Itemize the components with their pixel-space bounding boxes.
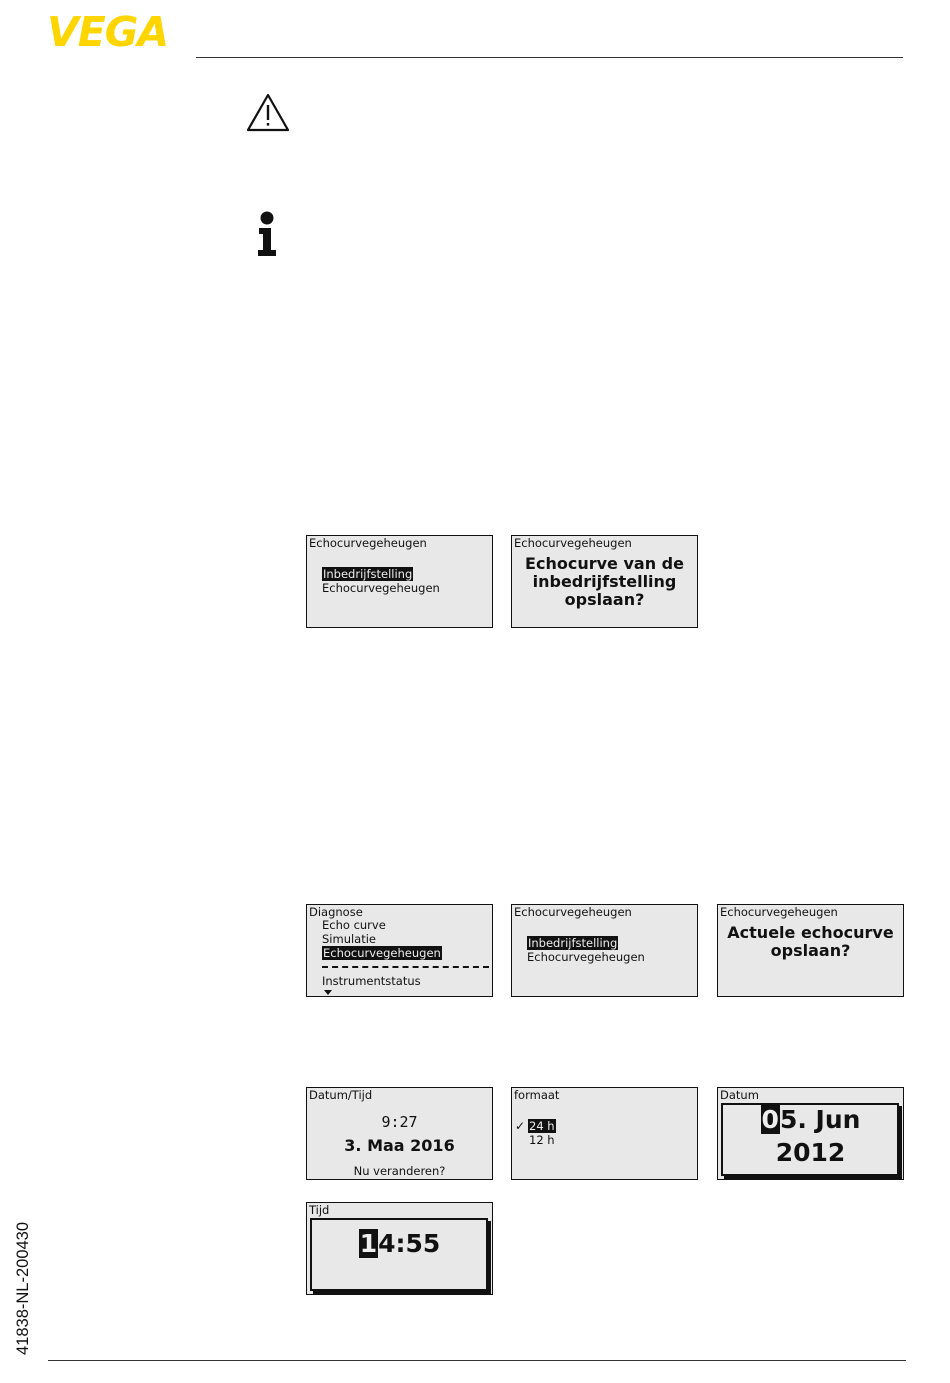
screen-header: Echocurvegeheugen [514, 536, 632, 550]
screen-header: Echocurvegeheugen [720, 905, 838, 919]
menu-item-selected[interactable]: Echocurvegeheugen [322, 946, 442, 960]
time-value: 9:27 [381, 1113, 418, 1131]
lcd-screen-diagnose-menu: Diagnose Echo curve Simulatie Echocurveg… [306, 904, 493, 997]
time-rest: 4:55 [378, 1229, 441, 1258]
lcd-screen-save-commissioning-curve: Echocurvegeheugen Echocurve van de inbed… [511, 535, 698, 628]
date-value: 3. Maa 2016 [344, 1136, 455, 1155]
menu-item[interactable]: Instrumentstatus [322, 974, 421, 988]
warning-triangle-icon [246, 93, 290, 132]
lcd-screen-date-edit: Datum 05. Jun 2012 [717, 1087, 904, 1180]
edit-frame [721, 1103, 899, 1176]
lcd-screen-echocurve-memory-menu: Echocurvegeheugen Inbedrijfstelling Echo… [306, 535, 493, 628]
screen-header: Diagnose [309, 905, 363, 919]
lcd-screen-echocurve-memory-menu: Echocurvegeheugen Inbedrijfstelling Echo… [511, 904, 698, 997]
menu-item-selected[interactable]: Inbedrijfstelling [527, 936, 619, 950]
checkmark-icon: ✓ [515, 1119, 526, 1133]
year-value: 2012 [775, 1138, 846, 1167]
menu-item[interactable]: Simulatie [322, 932, 377, 946]
screen-header: formaat [514, 1088, 560, 1102]
menu-item[interactable]: Echocurvegeheugen [322, 581, 440, 595]
vega-logo: VEGA [47, 8, 169, 54]
edit-cursor-digit[interactable]: 1 [358, 1229, 379, 1258]
screen-header: Echocurvegeheugen [514, 905, 632, 919]
document-id: 41838-NL-200430 [14, 1221, 32, 1355]
prompt-line: inbedrijfstelling [532, 572, 677, 591]
prompt-line: opslaan? [770, 941, 851, 960]
change-now-prompt[interactable]: Nu veranderen? [353, 1164, 446, 1178]
menu-item[interactable]: Echo curve [322, 918, 386, 932]
footer-rule [48, 1360, 906, 1361]
screen-header: Tijd [309, 1203, 330, 1217]
menu-item[interactable]: Echocurvegeheugen [527, 950, 645, 964]
lcd-screen-time-format: formaat ✓ 24 h 12 h [511, 1087, 698, 1180]
info-icon [258, 211, 276, 256]
edit-frame [310, 1218, 488, 1291]
format-option[interactable]: 12 h [529, 1133, 555, 1147]
lcd-screen-save-current-curve: Echocurvegeheugen Actuele echocurve opsl… [717, 904, 904, 997]
format-option-selected[interactable]: 24 h [528, 1119, 556, 1133]
screen-header: Datum [720, 1088, 759, 1102]
screen-header: Datum/Tijd [309, 1088, 373, 1102]
lcd-screen-date-time: Datum/Tijd 9:27 3. Maa 2016 Nu verandere… [306, 1087, 493, 1180]
edit-cursor-digit[interactable]: 0 [760, 1105, 780, 1134]
date-rest: 5. Jun [779, 1105, 861, 1134]
prompt-line: opslaan? [564, 590, 645, 609]
prompt-line: Actuele echocurve [727, 923, 894, 942]
prompt-line: Echocurve van de [525, 554, 684, 573]
scroll-down-arrow-icon [324, 990, 332, 995]
lcd-screen-time-edit: Tijd 14:55 [306, 1202, 493, 1295]
header-rule [196, 57, 903, 58]
screen-header: Echocurvegeheugen [309, 536, 427, 550]
menu-divider [322, 966, 489, 968]
vega-logo-text: VEGA [47, 8, 168, 54]
menu-item-selected[interactable]: Inbedrijfstelling [322, 567, 414, 581]
